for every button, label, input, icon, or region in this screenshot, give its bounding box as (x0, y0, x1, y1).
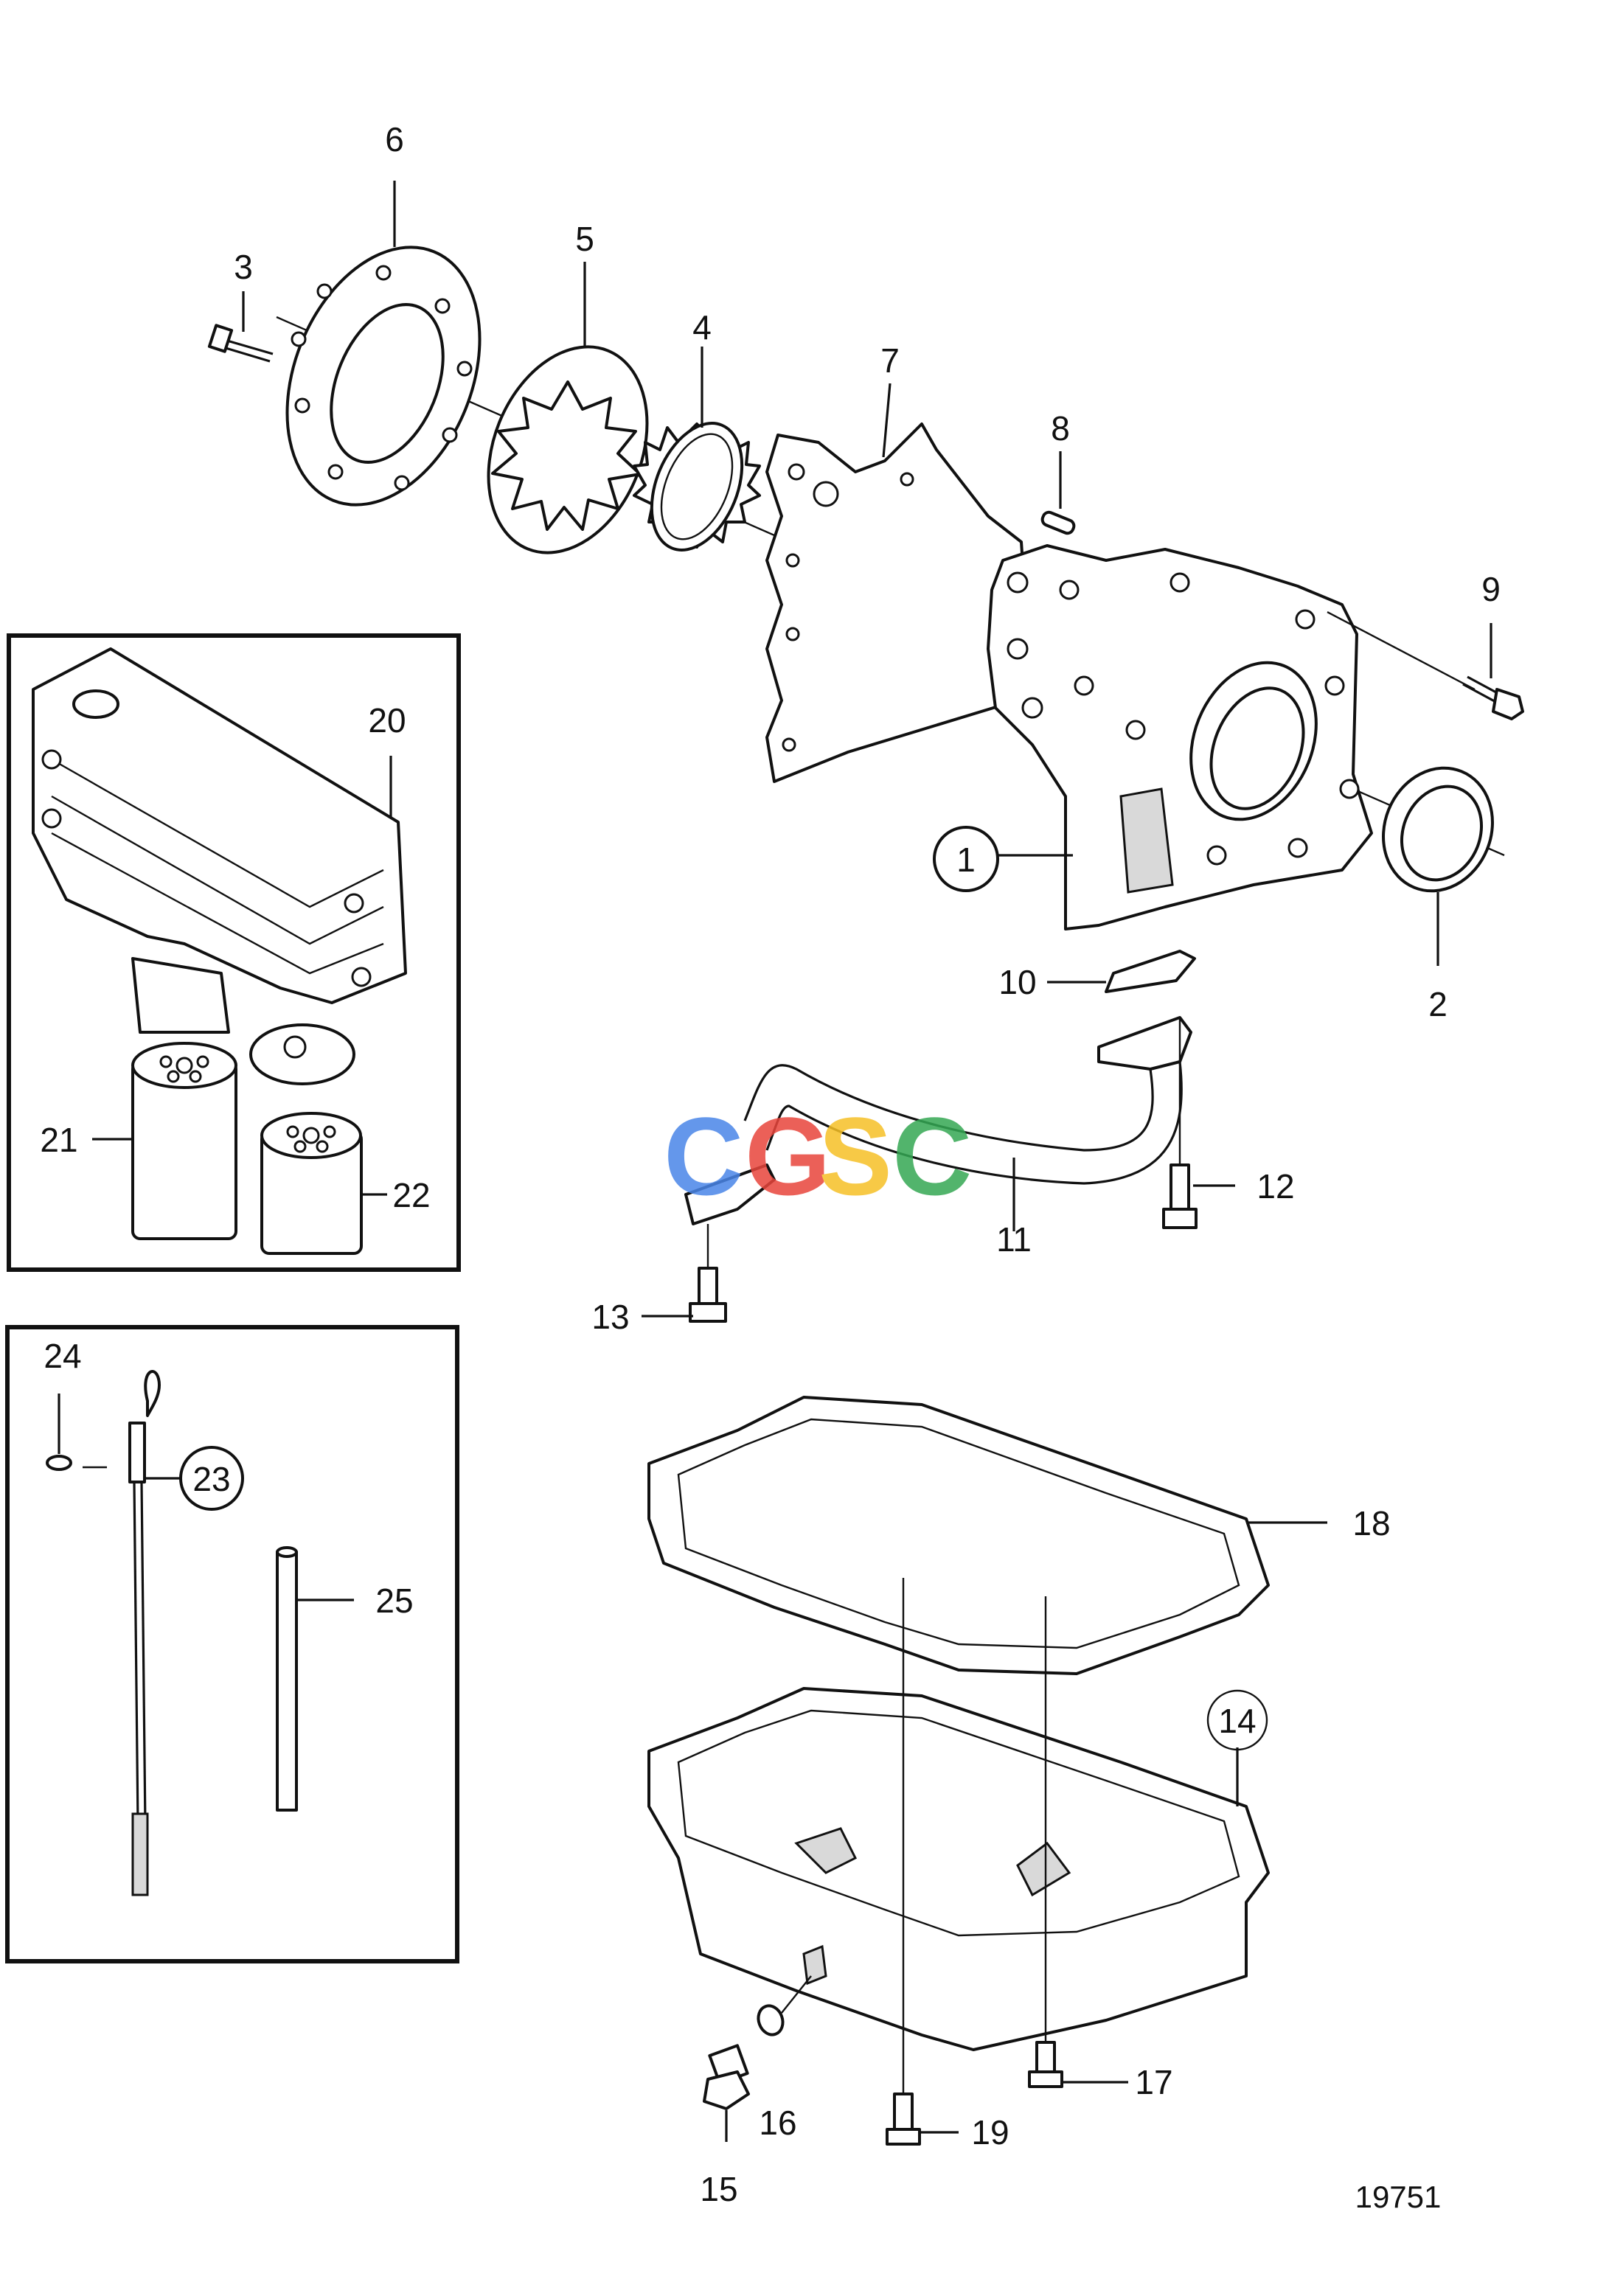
bolt (1028, 1596, 1063, 2088)
bolt (1327, 610, 1524, 720)
crankshaft-sprocket (633, 422, 761, 552)
callout-4: 4 (692, 308, 712, 347)
drain-plug (703, 2044, 750, 2110)
oil-filter-inset-frame (7, 633, 461, 1272)
dipstick-o-ring (46, 1455, 107, 1471)
callout-7: 7 (880, 341, 900, 380)
oil-pickup-tube (684, 1016, 1192, 1225)
callout-13: 13 (591, 1298, 629, 1336)
callout-25: 25 (375, 1582, 413, 1620)
oil-filter-bypass (260, 1112, 363, 1255)
callout-6: 6 (385, 120, 404, 159)
oil-filter-housing (32, 647, 407, 1085)
callout-23: 23 (192, 1460, 230, 1498)
dowel-pin (1040, 510, 1076, 535)
dipstick (128, 1370, 161, 1896)
callout-20: 20 (368, 701, 406, 740)
oil-pan (647, 1687, 1270, 2051)
callout-labels: 1 2 3 4 5 6 7 8 9 10 11 12 13 14 15 16 1… (40, 120, 1500, 2214)
drain-plug-washer (757, 1975, 812, 2036)
callout-1: 1 (956, 841, 976, 879)
oil-filter (131, 1042, 237, 1240)
callout-3: 3 (234, 248, 253, 286)
timing-cover-oil-pump (987, 544, 1373, 930)
callout-21: 21 (40, 1121, 77, 1159)
bolt (689, 1224, 727, 1323)
callout-9: 9 (1481, 570, 1501, 608)
leader-lines (58, 181, 1492, 2142)
dipstick-inset-frame (5, 1325, 459, 1963)
callout-16: 16 (759, 2104, 796, 2142)
callout-14: 14 (1218, 1702, 1256, 1740)
callout-2: 2 (1428, 985, 1448, 1023)
callout-circle-14 (1206, 1689, 1268, 1751)
bolt (207, 324, 274, 363)
flange-plate (285, 246, 482, 507)
callout-10: 10 (998, 963, 1036, 1001)
crankshaft-seal (1382, 766, 1494, 893)
callout-18: 18 (1352, 1504, 1390, 1542)
callout-11: 11 (996, 1220, 1032, 1259)
callout-circle-23 (179, 1446, 244, 1511)
watermark-logo: C G S C (664, 1094, 972, 1218)
pickup-gasket (1105, 950, 1196, 993)
svg-text:C: C (664, 1094, 743, 1218)
callout-22: 22 (392, 1176, 430, 1214)
oil-pan-gasket (647, 1396, 1270, 1675)
svg-text:G: G (745, 1094, 831, 1218)
bolt (1162, 1017, 1198, 1229)
figure-number: 19751 (1355, 2180, 1442, 2214)
callout-24: 24 (44, 1337, 81, 1375)
callout-5: 5 (575, 220, 594, 258)
cover-gasket (765, 422, 1026, 783)
svg-text:C: C (892, 1094, 972, 1218)
callout-12: 12 (1257, 1167, 1294, 1206)
svg-text:S: S (819, 1094, 892, 1218)
bolt (886, 1578, 921, 2146)
callout-8: 8 (1051, 409, 1070, 448)
callout-circle-1 (933, 826, 999, 892)
gasket-disc (487, 345, 649, 554)
callout-17: 17 (1135, 2063, 1172, 2101)
callout-19: 19 (971, 2113, 1009, 2151)
dipstick-tube (276, 1546, 298, 1812)
callout-15: 15 (700, 2170, 737, 2208)
